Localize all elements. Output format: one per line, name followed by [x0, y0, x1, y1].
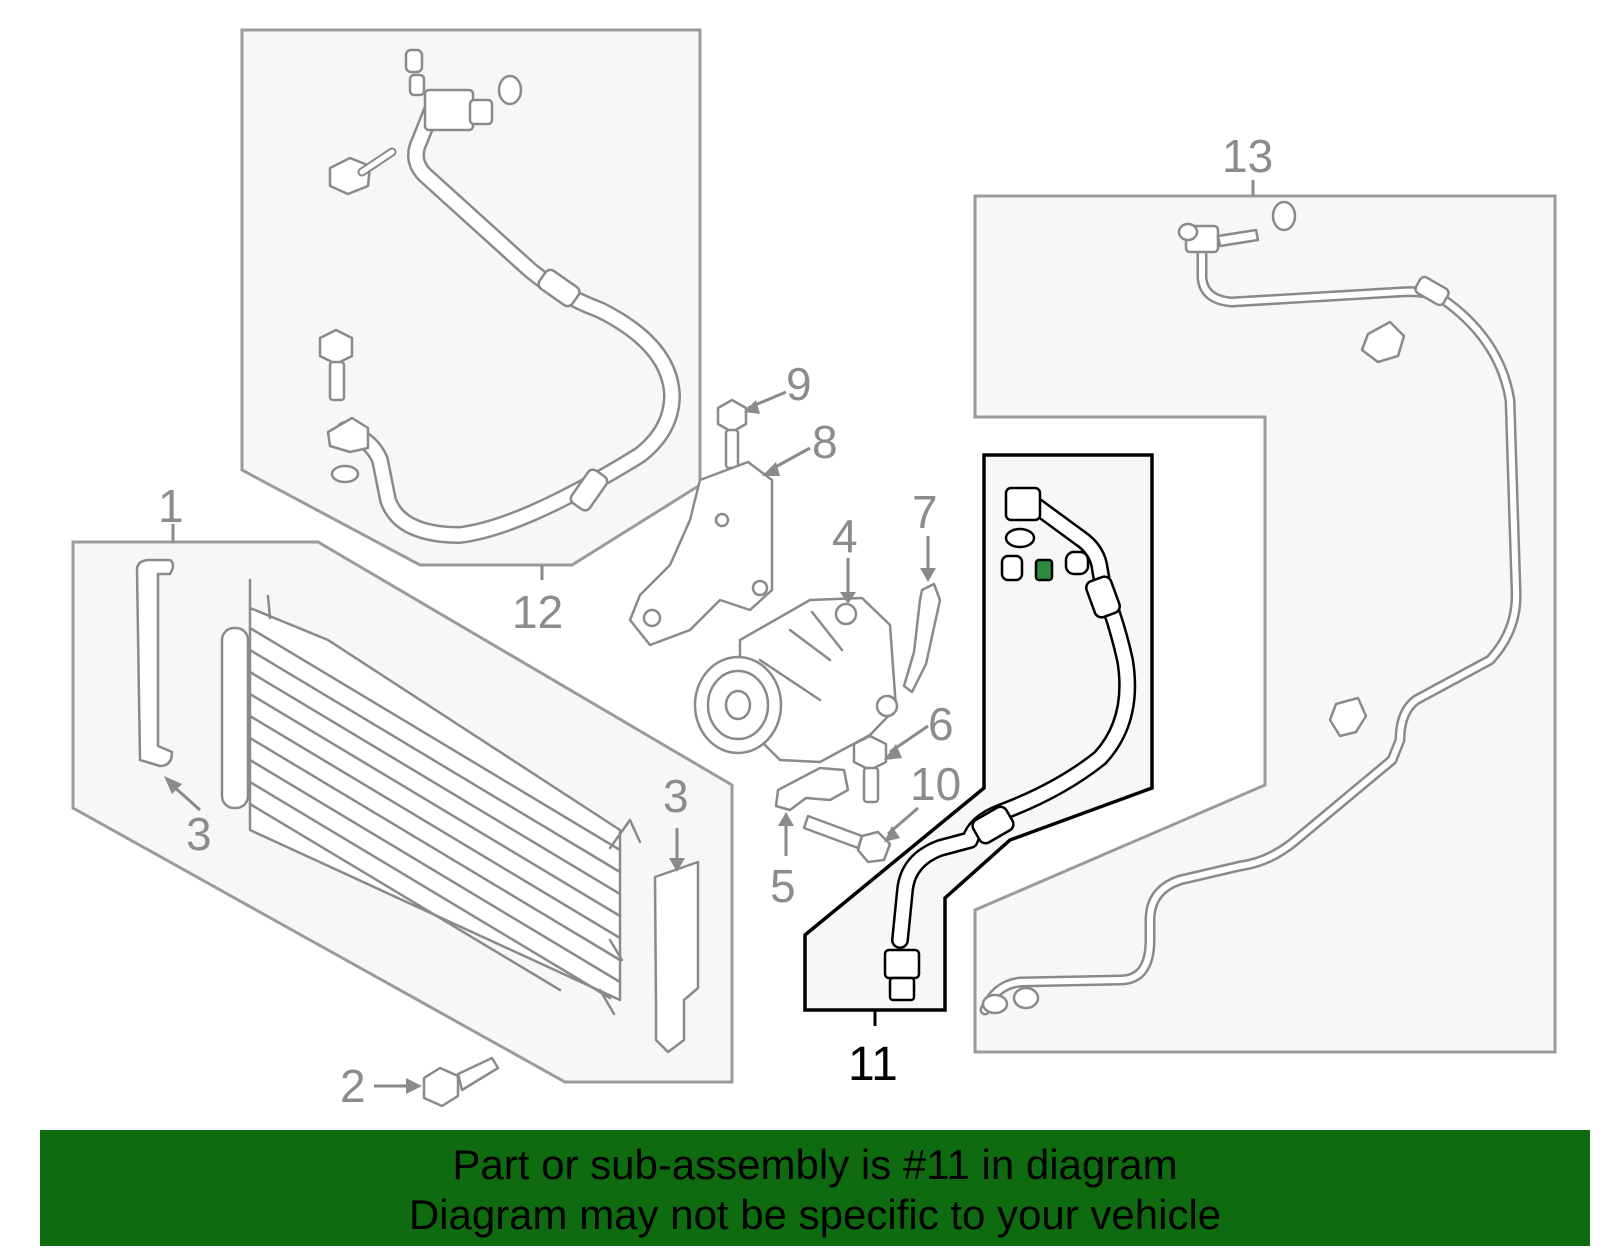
o-ring-icon — [497, 74, 523, 106]
callout-11: 11 — [848, 1038, 898, 1091]
seal-right — [653, 860, 700, 1054]
group-1-condenser[interactable]: 1 3 3 — [71, 480, 734, 1084]
bracket-7 — [902, 582, 942, 694]
panel-11 — [803, 453, 1154, 1012]
fitting-block — [1004, 486, 1042, 522]
callout-6: 6 — [928, 698, 954, 750]
o-ring-icon — [1271, 200, 1297, 232]
callout-5: 5 — [770, 860, 796, 912]
mounting-bracket — [628, 460, 774, 647]
callout-3-right: 3 — [663, 770, 689, 822]
group-13-line[interactable]: 13 — [973, 130, 1557, 1054]
clip-icon — [1360, 320, 1406, 364]
info-banner: Part or sub-assembly is #11 in diagram D… — [40, 1130, 1590, 1246]
callout-13: 13 — [1222, 130, 1273, 182]
group-center-parts[interactable]: 9 8 4 7 6 — [628, 358, 961, 912]
callout-3-left: 3 — [186, 808, 212, 860]
callout-4: 4 — [832, 510, 858, 562]
bracket-5 — [774, 766, 850, 812]
callout-12: 12 — [512, 586, 563, 638]
bolt-icon — [856, 830, 892, 864]
clip-icon — [1328, 696, 1368, 738]
bolt-icon — [852, 734, 888, 772]
bolt-icon — [328, 147, 397, 196]
fitting-block — [423, 88, 475, 132]
fitting-block — [883, 948, 921, 980]
callout-10: 10 — [910, 758, 961, 810]
group-11-hose-highlighted[interactable]: 11 — [803, 453, 1154, 1091]
bolt-icon — [318, 328, 354, 402]
group-2-bolt[interactable]: 2 — [340, 1056, 500, 1112]
callout-8: 8 — [812, 416, 838, 468]
banner-line-1: Part or sub-assembly is #11 in diagram — [452, 1141, 1178, 1188]
banner-line-2: Diagram may not be specific to your vehi… — [408, 1191, 1222, 1238]
bolt-icon — [422, 1066, 460, 1108]
compressor — [693, 596, 899, 764]
callout-2: 2 — [340, 1060, 366, 1112]
panel-13 — [973, 194, 1557, 1054]
seal-left — [135, 558, 175, 768]
o-ring-icon — [1004, 527, 1036, 549]
receiver-drier — [220, 626, 250, 810]
callout-7: 7 — [912, 486, 938, 538]
condenser-fins — [248, 626, 622, 1000]
callout-9: 9 — [786, 358, 812, 410]
group-12-hose[interactable]: 12 — [240, 28, 702, 638]
callout-1: 1 — [158, 480, 184, 532]
bolt-icon — [716, 398, 748, 434]
